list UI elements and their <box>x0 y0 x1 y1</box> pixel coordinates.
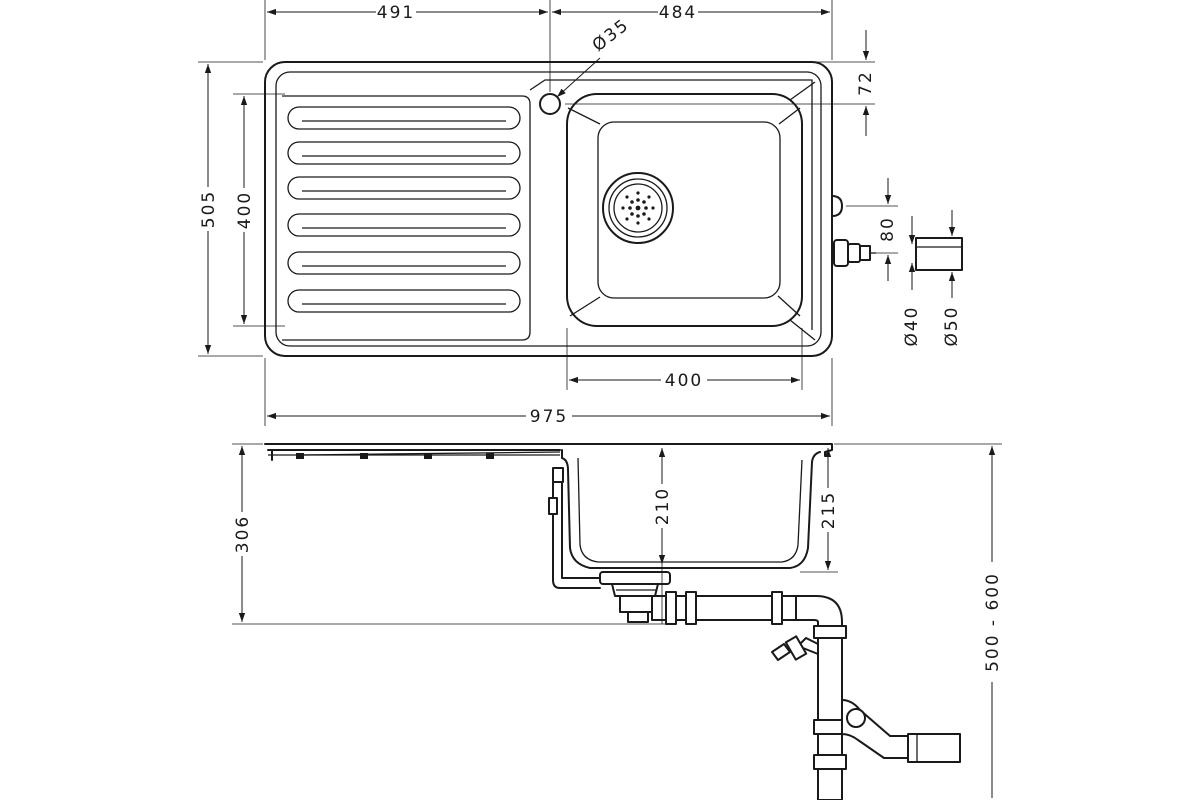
tap-hole <box>539 93 561 115</box>
svg-text:Ø40: Ø40 <box>902 305 922 346</box>
dim-cabinet-height: 500 - 600 <box>834 443 1003 798</box>
overflow-connector <box>831 195 963 271</box>
bowl-profile <box>561 449 821 569</box>
svg-text:80: 80 <box>878 216 898 242</box>
bowl-outline <box>566 93 803 327</box>
trap-pipe <box>771 635 961 800</box>
drain-strainer <box>602 172 674 244</box>
svg-text:215: 215 <box>819 491 839 529</box>
overflow-pipe <box>548 467 601 589</box>
waste-pipe <box>651 591 847 639</box>
dim-tap-hole-diameter: Ø35 <box>589 15 634 56</box>
side-view: 306 210 215 500 - 600 <box>232 443 1003 800</box>
dim-siphon-height: 306 <box>232 443 670 625</box>
svg-text:306: 306 <box>233 515 253 553</box>
dim-pipe-diameters: Ø40 Ø50 <box>902 210 962 347</box>
dim-drainer-width: 491 <box>377 3 415 23</box>
sink-outer-outline <box>264 61 833 357</box>
drain-assembly <box>599 571 671 623</box>
svg-text:505: 505 <box>199 190 219 228</box>
dim-overall-depth: 505 <box>198 61 263 357</box>
svg-text:400: 400 <box>235 191 255 229</box>
dim-top-widths: 491 484 <box>264 0 833 92</box>
svg-text:975: 975 <box>530 407 568 427</box>
top-view: 491 484 Ø35 72 505 400 <box>198 0 963 427</box>
svg-text:500 - 600: 500 - 600 <box>983 572 1003 672</box>
svg-text:400: 400 <box>665 371 703 391</box>
dim-inner-depth: 400 <box>233 93 285 327</box>
dim-overall-width: 975 <box>264 358 833 427</box>
dim-bowl-offset: 484 <box>659 3 697 23</box>
svg-text:210: 210 <box>653 487 673 525</box>
dim-bowl-depth-outer: 215 <box>800 448 839 573</box>
svg-text:Ø50: Ø50 <box>942 305 962 346</box>
svg-text:72: 72 <box>856 70 876 96</box>
drainer-board <box>282 95 531 341</box>
pipe-outlet-50 <box>915 237 963 271</box>
dim-bowl-width: 400 <box>566 328 803 391</box>
drainer-grooves <box>287 106 521 313</box>
dim-tap-offset: 72 <box>565 30 876 136</box>
dim-bowl-depth-inner: 210 <box>652 448 673 624</box>
bowl-bottom <box>597 121 781 299</box>
sink-inner-outline <box>275 71 822 347</box>
dim-overflow-offset: 80 <box>846 178 898 281</box>
